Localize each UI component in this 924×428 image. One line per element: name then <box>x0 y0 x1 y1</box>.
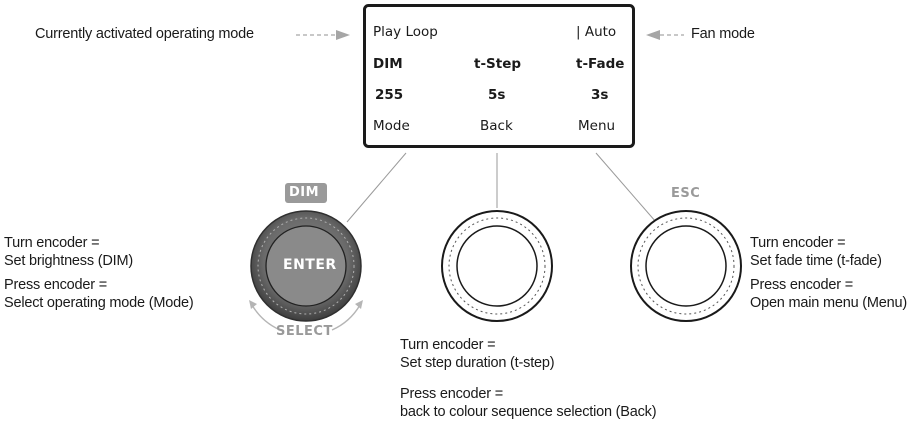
fan-callout-label: Fan mode <box>691 26 755 42</box>
leader-line-left <box>346 152 407 223</box>
select-rotation-arrows <box>249 300 363 331</box>
right-press-action: Open main menu (Menu) <box>750 295 907 311</box>
leader-line-right <box>595 152 657 223</box>
dim-tag: DIM <box>289 185 320 200</box>
left-encoder-knob[interactable] <box>250 210 362 322</box>
select-tag: SELECT <box>276 324 333 339</box>
left-press-title: Press encoder = <box>4 277 107 293</box>
mode-callout-label: Currently activated operating mode <box>35 26 254 42</box>
left-press-action: Select operating mode (Mode) <box>4 295 194 311</box>
lcd-header-t-step: t-Step <box>474 56 522 72</box>
right-turn-action: Set fade time (t-fade) <box>750 253 882 269</box>
right-encoder-knob[interactable] <box>630 210 742 322</box>
middle-press-title: Press encoder = <box>400 386 503 402</box>
right-turn-title: Turn encoder = <box>750 235 846 251</box>
lcd-value-t-fade: 3s <box>591 87 609 103</box>
left-turn-title: Turn encoder = <box>4 235 100 251</box>
lcd-value-dim: 255 <box>375 87 404 103</box>
lcd-header-t-fade: t-Fade <box>576 56 625 72</box>
middle-turn-action: Set step duration (t-step) <box>400 355 555 371</box>
lcd-mode-line: Play Loop <box>373 24 438 40</box>
middle-turn-title: Turn encoder = <box>400 337 496 353</box>
enter-tag: ENTER <box>283 257 337 273</box>
mode-callout-arrow <box>296 30 350 40</box>
fan-callout-arrow <box>646 30 684 40</box>
lcd-header-dim: DIM <box>373 56 403 72</box>
softkey-menu: Menu <box>578 118 616 134</box>
softkey-mode: Mode <box>373 118 410 134</box>
esc-tag: ESC <box>671 186 701 201</box>
middle-encoder-knob[interactable] <box>441 210 553 322</box>
lcd-display-frame <box>363 4 635 148</box>
lcd-fan-line: | Auto <box>576 24 617 40</box>
lcd-value-t-step: 5s <box>488 87 506 103</box>
right-press-title: Press encoder = <box>750 277 853 293</box>
left-turn-action: Set brightness (DIM) <box>4 253 133 269</box>
middle-press-action: back to colour sequence selection (Back) <box>400 404 657 420</box>
softkey-back: Back <box>480 118 513 134</box>
dim-tag-background <box>285 183 327 203</box>
